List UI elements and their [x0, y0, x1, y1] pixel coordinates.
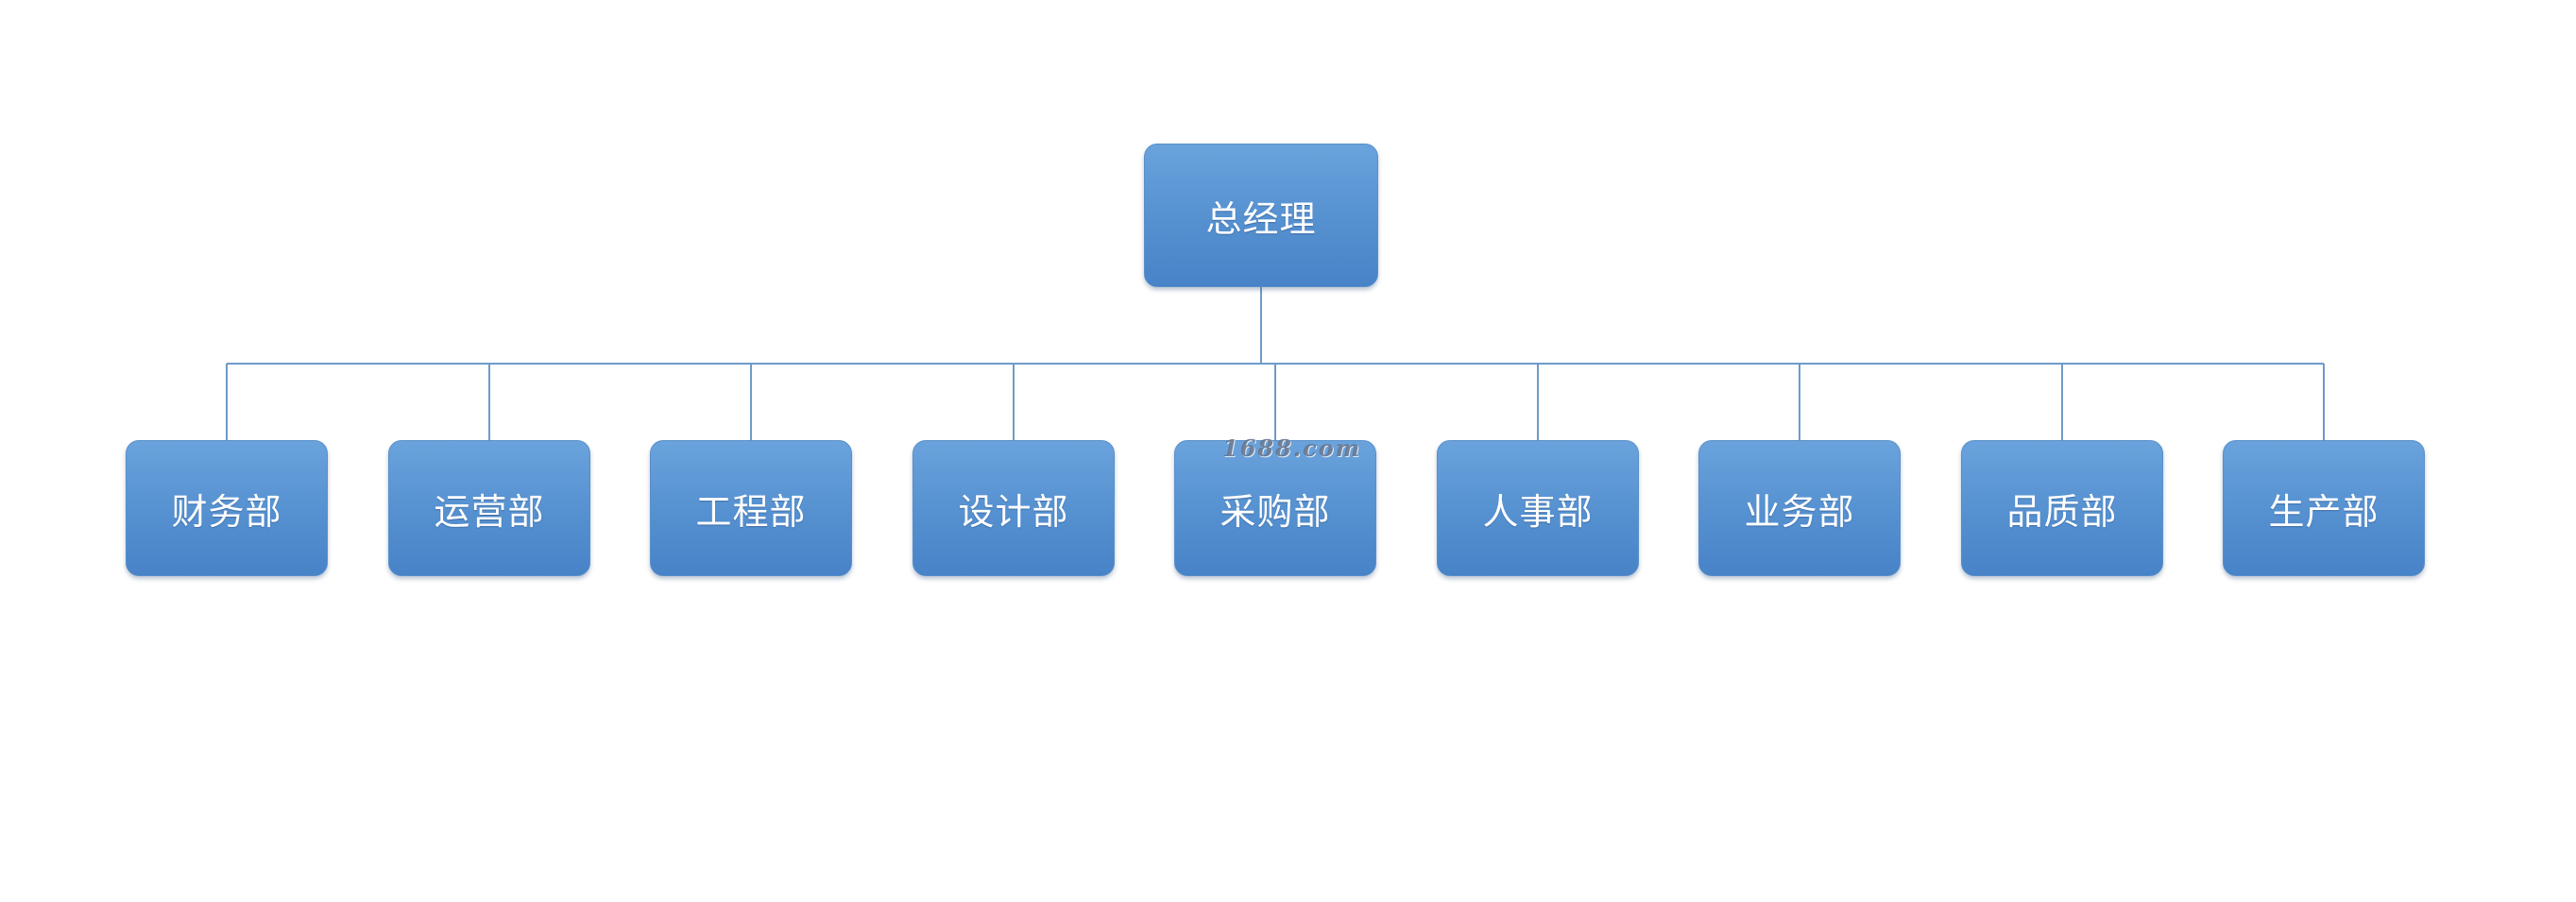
dept-node-human-resources[interactable]: 人事部 [1437, 440, 1639, 576]
dept-node-engineering[interactable]: 工程部 [650, 440, 852, 576]
dept-node-operations[interactable]: 运营部 [388, 440, 590, 576]
dept-node-label: 业务部 [1744, 490, 1855, 533]
watermark-text: 1688.com [1222, 434, 1362, 462]
dept-node-label: 设计部 [958, 490, 1069, 533]
root-node-general-manager[interactable]: 总经理 [1144, 144, 1378, 287]
dept-node-business[interactable]: 业务部 [1698, 440, 1901, 576]
dept-node-purchasing[interactable]: 采购部 [1174, 440, 1376, 576]
dept-node-production[interactable]: 生产部 [2223, 440, 2425, 576]
root-node-label: 总经理 [1205, 197, 1317, 240]
dept-node-label: 品质部 [2006, 490, 2118, 533]
dept-node-label: 采购部 [1220, 490, 1331, 533]
dept-node-design[interactable]: 设计部 [913, 440, 1115, 576]
dept-node-finance[interactable]: 财务部 [126, 440, 328, 576]
dept-node-label: 生产部 [2268, 490, 2380, 533]
dept-node-label: 工程部 [695, 490, 807, 533]
dept-node-label: 运营部 [434, 490, 545, 533]
dept-node-label: 财务部 [171, 490, 282, 533]
dept-node-quality[interactable]: 品质部 [1961, 440, 2163, 576]
dept-node-label: 人事部 [1482, 490, 1594, 533]
